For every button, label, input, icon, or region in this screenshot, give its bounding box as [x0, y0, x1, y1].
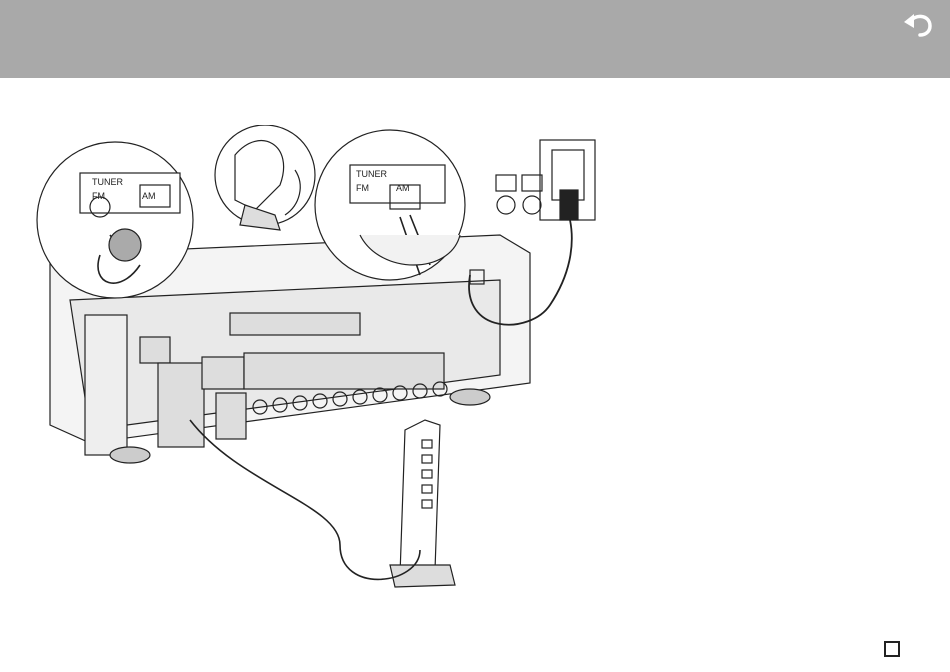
- tuner-label-left: TUNER: [92, 177, 123, 187]
- page-number: [884, 641, 900, 657]
- am-label-left: AM: [142, 191, 156, 201]
- return-arrow-icon: [900, 8, 940, 40]
- fm-label-right: FM: [356, 183, 369, 193]
- am-label-right: AM: [396, 183, 410, 193]
- network-router-icon: [190, 420, 455, 587]
- fm-antenna-plug-icon: [37, 142, 193, 298]
- header-bar: [0, 0, 950, 78]
- back-button[interactable]: [900, 8, 940, 40]
- tuner-label-right: TUNER: [356, 169, 387, 179]
- am-wire-connection-icon: [315, 130, 465, 280]
- am-loop-antenna-icon: [215, 125, 315, 230]
- fm-label-left: FM: [92, 191, 105, 201]
- connection-illustration: TUNER FM AM TUNER FM AM: [30, 125, 610, 605]
